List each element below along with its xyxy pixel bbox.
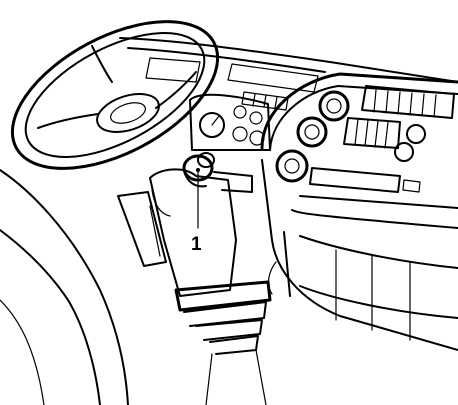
callout-1: 1 bbox=[191, 168, 202, 255]
steering-wheel bbox=[10, 20, 220, 170]
instrument-cluster bbox=[189, 91, 289, 151]
steering-column-boot bbox=[174, 280, 272, 405]
callout-1-anchor-dot bbox=[196, 168, 200, 172]
driver-seat bbox=[0, 169, 129, 405]
callout-1-label: 1 bbox=[191, 234, 202, 255]
lower-dashboard bbox=[261, 159, 458, 351]
dashboard-top bbox=[119, 37, 458, 93]
centre-console bbox=[260, 72, 458, 229]
steering-column bbox=[117, 168, 253, 297]
